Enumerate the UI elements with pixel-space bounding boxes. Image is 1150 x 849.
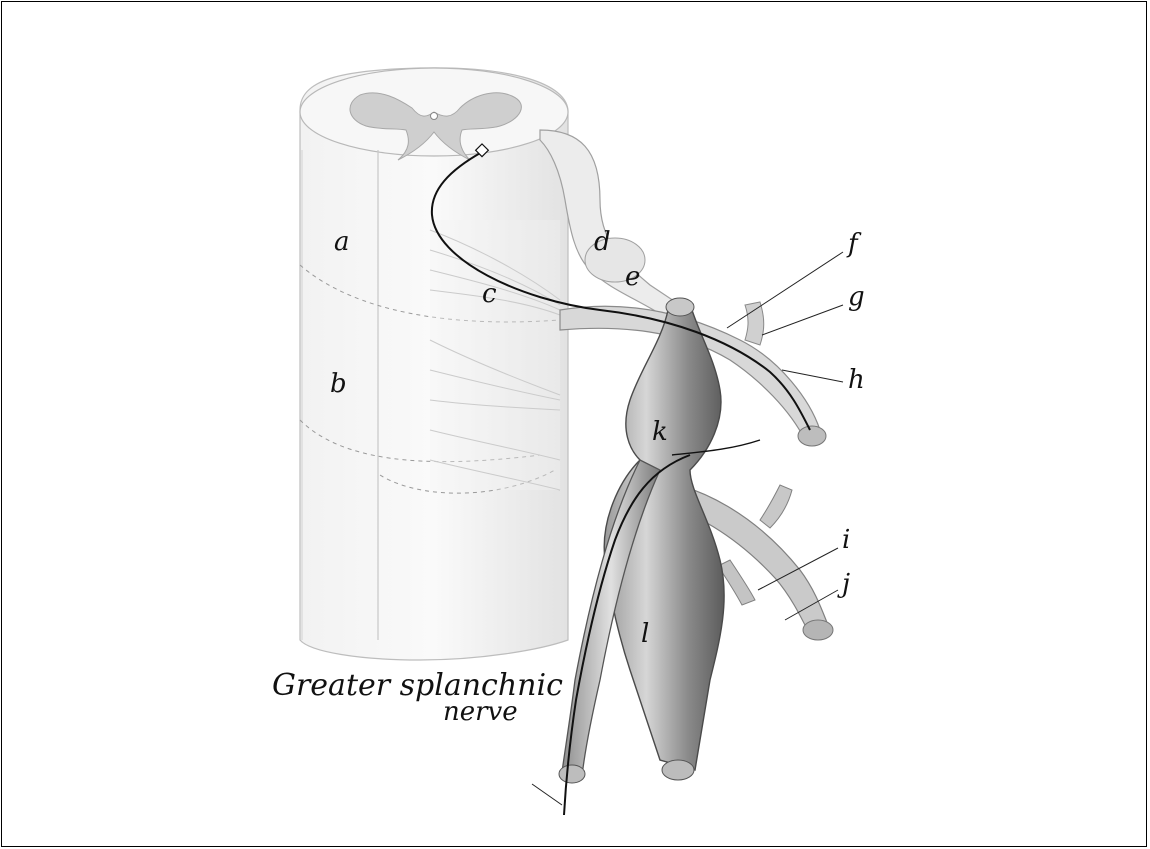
label-b: b [330, 369, 347, 399]
nerve-label-line1: Greater splanchnic [272, 668, 563, 703]
label-f: f [846, 229, 862, 259]
label-h: h [848, 365, 865, 395]
label-j: j [837, 569, 850, 599]
label-c: c [482, 279, 497, 309]
label-l: l [641, 619, 649, 649]
label-k: k [652, 417, 668, 447]
spinal-cord [300, 68, 568, 660]
label-i: i [842, 525, 850, 555]
label-g: g [848, 282, 865, 312]
label-e: e [625, 262, 640, 292]
nerve-label-line2: nerve [443, 697, 518, 727]
label-d: d [594, 227, 611, 257]
label-a: a [334, 227, 350, 257]
